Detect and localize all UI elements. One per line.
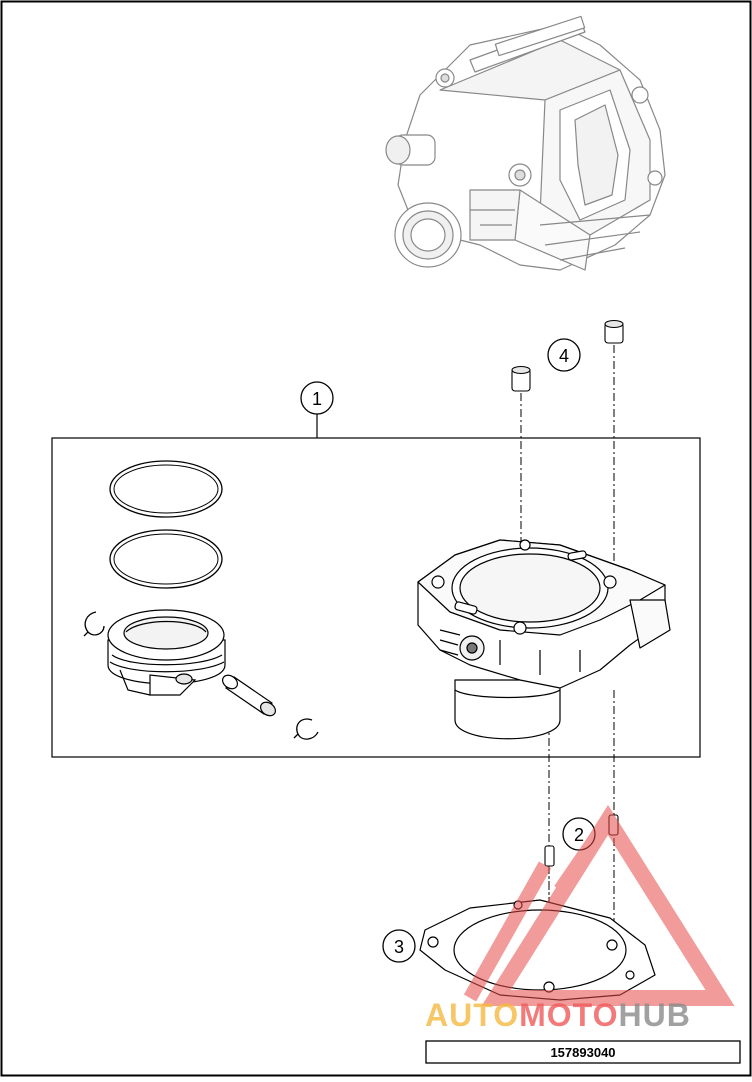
piston (107, 609, 226, 696)
callout-2-label: 2 (574, 825, 584, 845)
dowel-pin-left (544, 845, 555, 867)
kit-frame (51, 437, 701, 758)
cylinder (417, 539, 671, 740)
watermark-text: AUTOMOTOHUB (425, 997, 691, 1033)
cylinder-base-gasket (419, 899, 656, 1001)
piston-ring-top (109, 460, 223, 518)
circlip-left (83, 611, 105, 637)
callout-4: 4 (547, 338, 581, 372)
watermark-auto: AUTO (425, 997, 519, 1033)
dowel-sleeve-right (604, 319, 624, 344)
dowel-sleeve-left (511, 365, 531, 392)
drawing-number-box (425, 1040, 741, 1064)
watermark-hub: HUB (618, 997, 690, 1033)
watermark-triangle (481, 804, 735, 1006)
callout-3-label: 3 (394, 937, 404, 957)
callout-1: 1 (300, 381, 334, 438)
piston-ring-second (109, 529, 223, 589)
watermark-logo (463, 804, 735, 1006)
callout-4-label: 4 (559, 346, 569, 366)
callout-3: 3 (382, 929, 416, 963)
callout-1-label: 1 (312, 389, 322, 409)
watermark-moto: MOTO (519, 997, 618, 1033)
piston-pin (221, 674, 277, 717)
circlip-right (293, 718, 319, 740)
drawing-number: 157893040 (550, 1045, 615, 1060)
cylinder-head-illustration (385, 15, 666, 271)
